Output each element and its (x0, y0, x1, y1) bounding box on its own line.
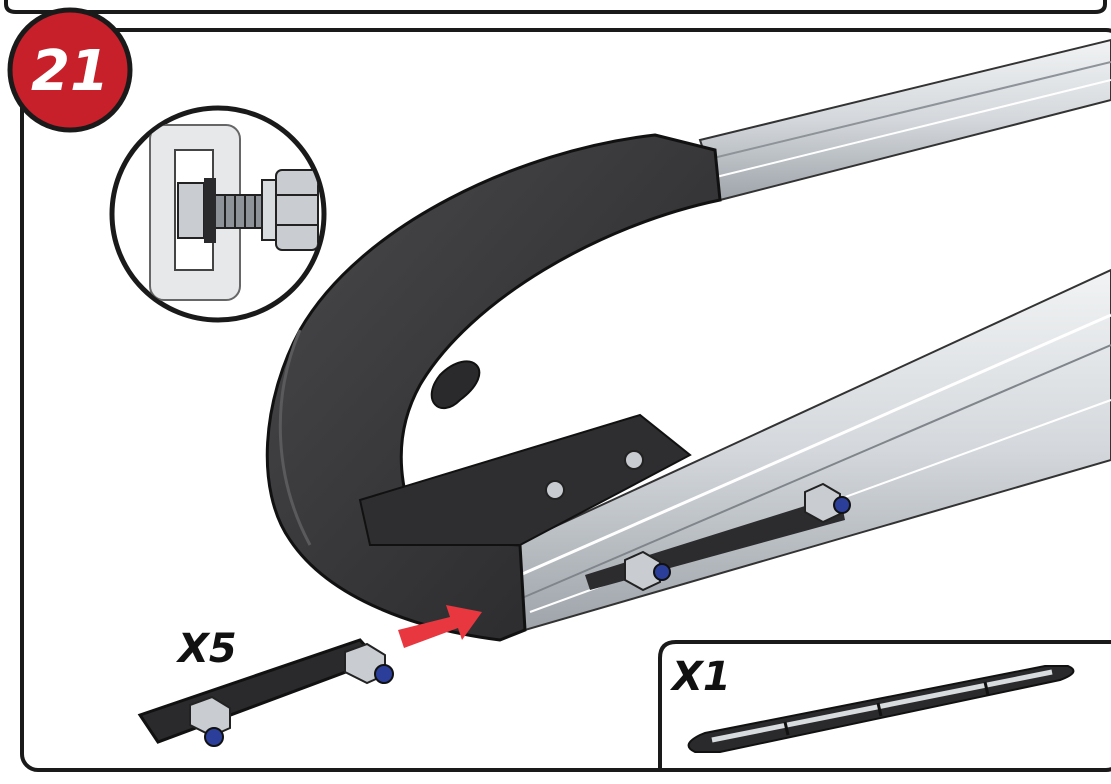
step-number: 21 (31, 39, 109, 104)
step-badge (7, 7, 133, 133)
strip-quantity: X1 (669, 654, 731, 700)
rail-nut-1 (624, 550, 671, 592)
spacer-strip (687, 665, 1075, 753)
insert-arrow-icon (398, 605, 482, 648)
end-cap (265, 133, 722, 642)
rail-nut-2 (804, 482, 851, 524)
detail-magnifier-icon (109, 105, 327, 323)
strip-inset (658, 640, 1111, 770)
connector-quantity: X5 (175, 626, 237, 672)
connector-part (137, 638, 394, 747)
previous-step-frame (4, 0, 1107, 14)
